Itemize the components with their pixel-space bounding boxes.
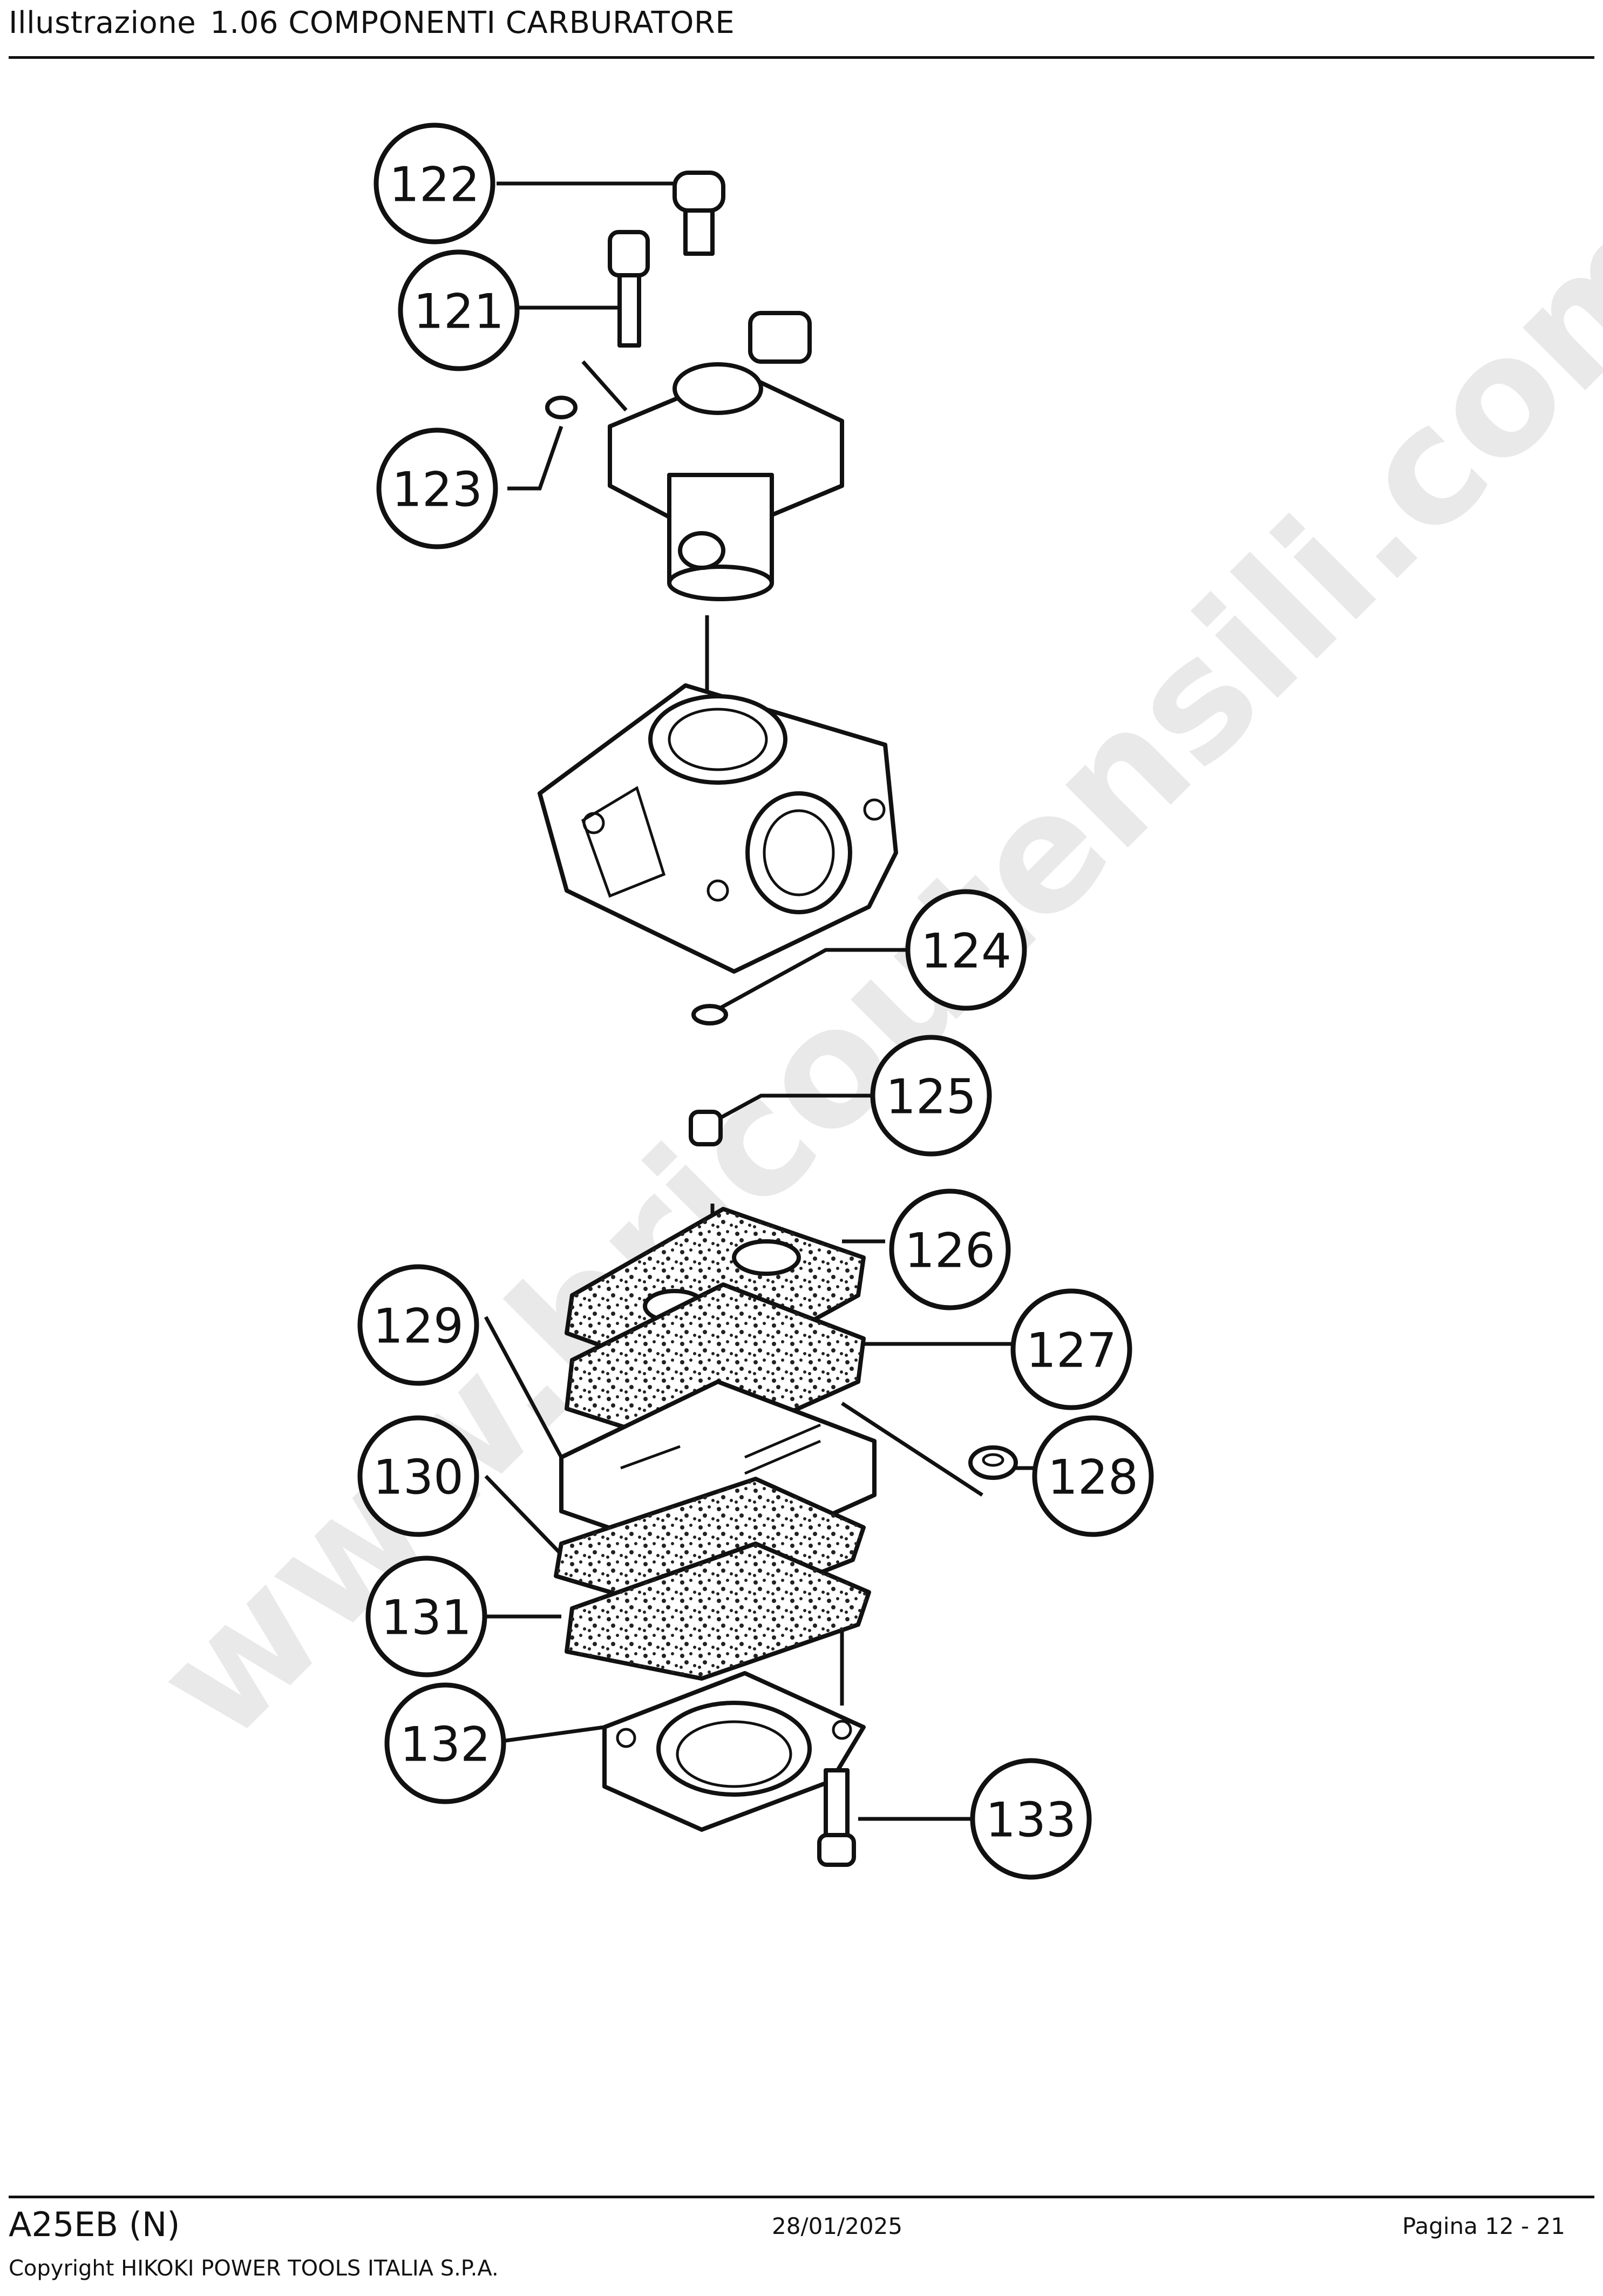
page-number: Pagina 12 - 21: [1402, 2213, 1565, 2239]
callout-127: 127: [1010, 1288, 1132, 1410]
part-125-fitting: [689, 1110, 723, 1146]
print-date: 28/01/2025: [772, 2213, 903, 2239]
page-header: Illustrazione 1.06 COMPONENTI CARBURATORE: [9, 5, 735, 40]
part-122-shank: [683, 208, 715, 256]
throttle-boss: [673, 362, 763, 415]
callout-130-label: 130: [373, 1450, 464, 1505]
callout-127-label: 127: [1026, 1323, 1117, 1378]
callout-133-label: 133: [986, 1792, 1076, 1848]
callout-131-label: 131: [381, 1590, 472, 1646]
callouts: 122 121 123 124 125 126 127 128: [357, 123, 1154, 1880]
part-133-shank: [824, 1768, 850, 1843]
callout-123: 123: [376, 427, 498, 549]
part-121-shank: [617, 273, 641, 348]
callout-133: 133: [970, 1758, 1092, 1880]
callout-132-label: 132: [400, 1717, 491, 1772]
callout-121-label: 121: [413, 284, 504, 339]
part-drawings: [538, 171, 1018, 1867]
callout-126: 126: [889, 1188, 1011, 1310]
callout-122-label: 122: [389, 157, 480, 213]
footer-divider: [9, 2196, 1594, 2198]
callout-121: 121: [398, 249, 520, 371]
callout-126-label: 126: [905, 1223, 995, 1279]
throttle-barrel-bottom: [667, 565, 774, 601]
callout-124-label: 124: [921, 923, 1011, 979]
callout-130: 130: [357, 1415, 479, 1537]
throttle-port: [678, 531, 725, 570]
callout-123-label: 123: [392, 462, 483, 518]
header-divider: [9, 56, 1594, 59]
part-123-washer: [545, 396, 578, 419]
part-128-cap: [968, 1445, 1018, 1480]
part-124-oring: [691, 1004, 728, 1025]
callout-125: 125: [870, 1035, 992, 1157]
callout-122: 122: [373, 123, 495, 244]
callout-131: 131: [365, 1555, 487, 1677]
callout-129: 129: [357, 1264, 479, 1386]
callout-128-label: 128: [1048, 1450, 1138, 1505]
throttle-lever: [748, 311, 812, 364]
part-133-head: [817, 1833, 856, 1867]
callout-132: 132: [384, 1682, 506, 1804]
callout-124: 124: [905, 889, 1027, 1011]
part-122-shape: [673, 171, 725, 213]
model-code: A25EB (N): [9, 2205, 180, 2244]
copyright-notice: Copyright HIKOKI POWER TOOLS ITALIA S.P.…: [9, 2256, 499, 2281]
callout-128: 128: [1032, 1415, 1154, 1537]
callout-125-label: 125: [886, 1069, 976, 1125]
page-title: 1.06 COMPONENTI CARBURATORE: [210, 5, 735, 40]
callout-129-label: 129: [373, 1299, 464, 1354]
part-121-head: [608, 230, 650, 277]
illustration-label: Illustrazione: [9, 5, 196, 40]
